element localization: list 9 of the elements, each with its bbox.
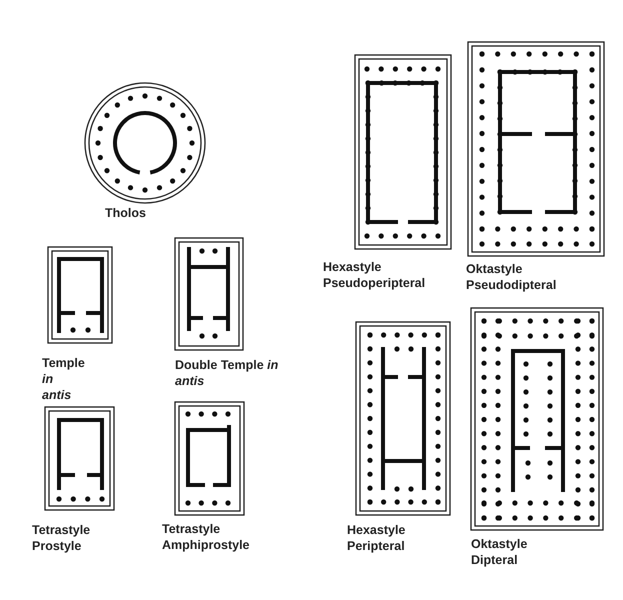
plan-caption: Oktastyle Pseudodipteral	[466, 261, 556, 293]
plan-caption: Tetrastyle Amphiprostyle	[162, 521, 250, 553]
plan-caption: Temple in antis	[42, 355, 85, 403]
plan-caption: Double Temple in antis	[175, 357, 280, 389]
plan-caption: Tetrastyle Prostyle	[32, 522, 90, 554]
plan-caption: Oktastyle Dipteral	[471, 536, 528, 568]
plan-caption: Hexastyle Pseudoperipteral	[323, 259, 426, 291]
plan-caption: Hexastyle Peripteral	[347, 522, 406, 554]
plan-caption: Tholos	[105, 205, 146, 221]
